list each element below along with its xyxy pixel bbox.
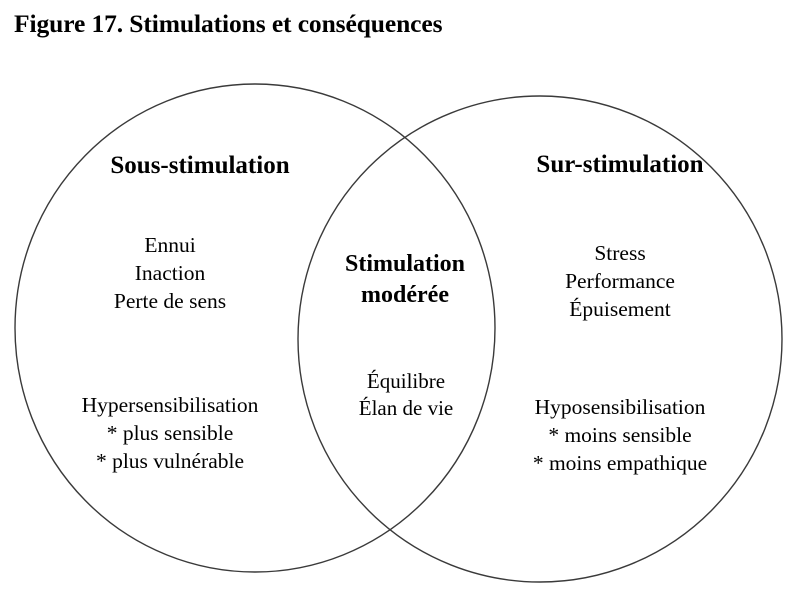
list-item: Performance — [565, 268, 675, 293]
list-item: * moins sensible — [548, 422, 692, 447]
intersection-heading: Stimulation modérée — [310, 249, 500, 310]
left-circle-bottom-items: Hypersensibilisation * plus sensible * p… — [45, 392, 295, 476]
right-circle-heading: Sur-stimulation — [536, 151, 704, 178]
list-item: Élan de vie — [358, 396, 454, 421]
list-item: Épuisement — [569, 296, 671, 321]
left-circle-top-items: Ennui Inaction Perte de sens — [45, 232, 295, 316]
list-item: Stress — [594, 241, 646, 265]
list-item: Équilibre — [366, 369, 446, 393]
list-item: * plus vulnérable — [95, 448, 245, 473]
right-circle-bottom-items: Hyposensibilisation * moins sensible * m… — [495, 394, 745, 478]
intersection-items: Équilibre Élan de vie — [318, 368, 494, 423]
list-item: Hyposensibilisation — [534, 395, 706, 419]
right-circle-top-items: Stress Performance Épuisement — [495, 240, 745, 324]
list-item: Perte de sens — [113, 288, 227, 313]
figure-title: Figure 17. Stimulations et conséquences — [14, 9, 443, 38]
list-item: * plus sensible — [106, 420, 234, 445]
list-item: * moins empathique — [532, 450, 708, 475]
left-circle-outline — [14, 83, 496, 573]
intersection-heading-line-2: modérée — [361, 281, 449, 308]
intersection-heading-line-1: Stimulation — [344, 251, 466, 277]
left-circle-heading: Sous-stimulation — [110, 152, 290, 179]
list-item: Inaction — [134, 260, 206, 285]
list-item: Ennui — [144, 233, 196, 257]
right-circle-outline — [297, 95, 783, 583]
list-item: Hypersensibilisation — [81, 393, 259, 417]
